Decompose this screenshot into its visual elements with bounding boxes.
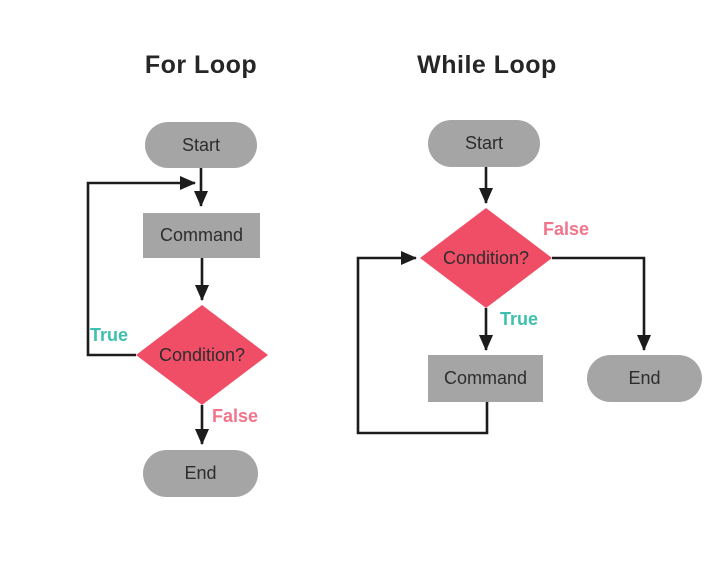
for-start-node: Start xyxy=(145,122,257,168)
while-command-node: Command xyxy=(428,355,543,402)
while-true-label: True xyxy=(500,309,539,329)
while-loop-title: While Loop xyxy=(417,51,557,79)
while-false-arrow-to-end xyxy=(552,256,651,351)
for-condition-diamond: Condition? xyxy=(136,305,268,405)
for-true-label: True xyxy=(90,325,129,345)
for-loop-title: For Loop xyxy=(144,51,258,79)
while-condition-diamond: Condition? xyxy=(420,208,552,308)
while-false-label: False xyxy=(543,219,590,239)
while-end-node: End xyxy=(587,355,702,402)
for-end-node: End xyxy=(143,450,258,497)
while-start-node: Start xyxy=(428,120,540,167)
for-false-label: False xyxy=(212,406,259,426)
for-command-node: Command xyxy=(143,213,260,258)
